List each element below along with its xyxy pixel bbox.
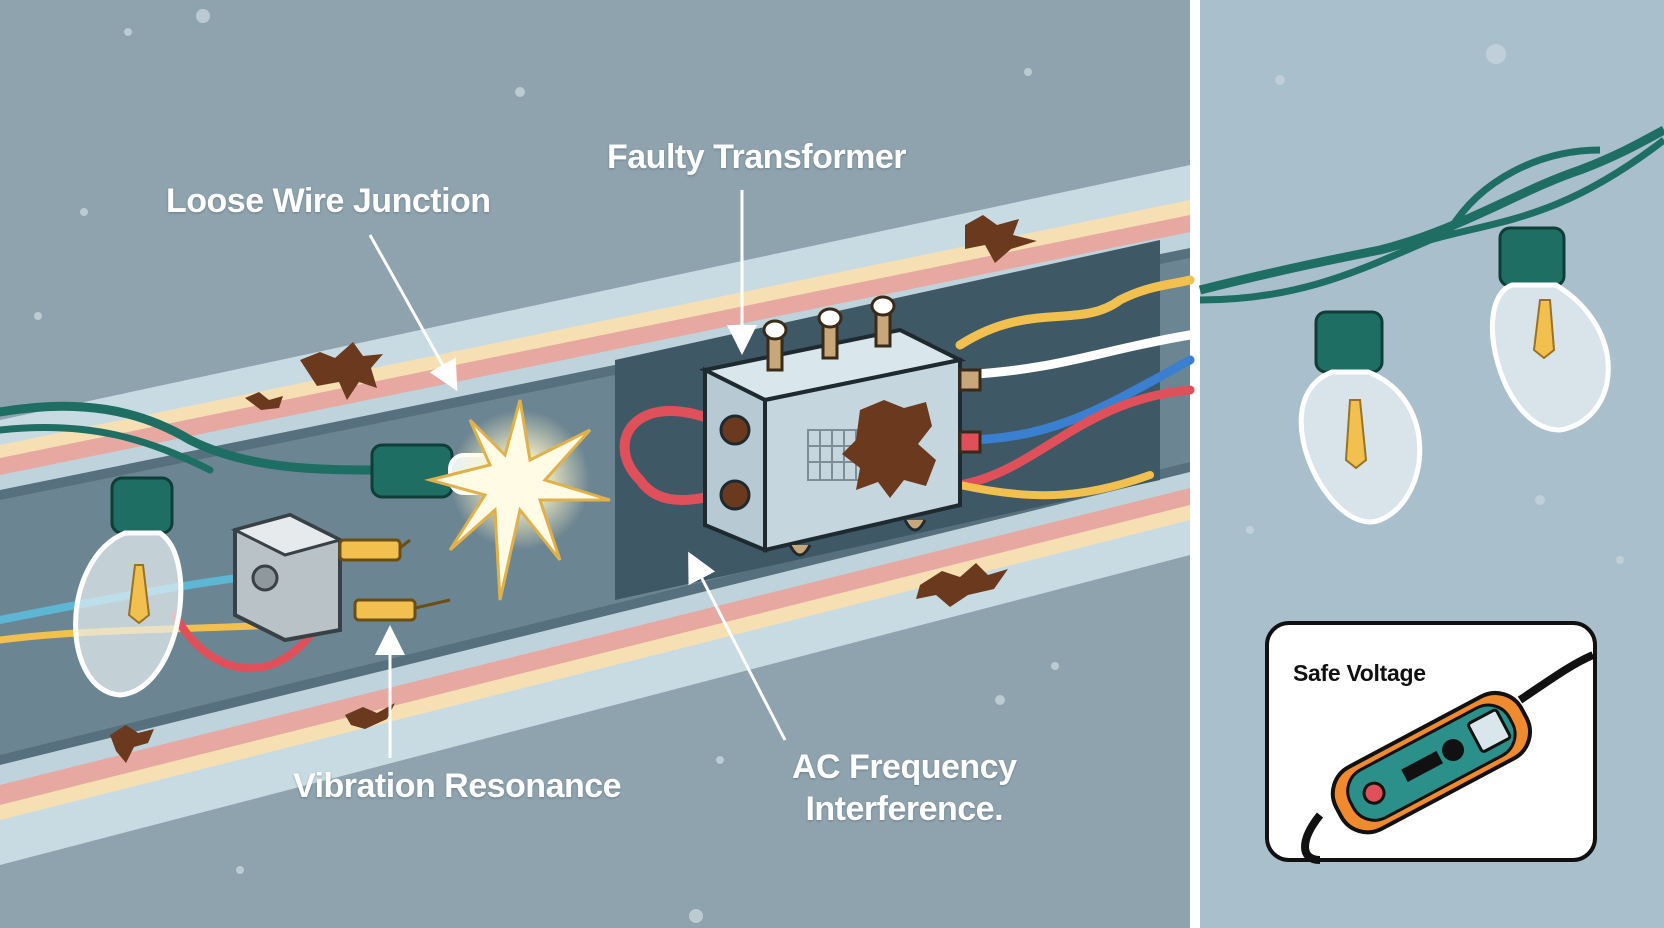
snow-specks <box>34 9 1624 923</box>
panel-divider <box>1190 0 1200 928</box>
blue-wire-right <box>955 355 1195 445</box>
bulb-icon <box>1298 310 1423 525</box>
arrow-icon <box>368 234 458 392</box>
voltage-tester-icon <box>1301 651 1595 864</box>
right-string-lights <box>1198 126 1664 525</box>
spark-icon <box>370 399 611 601</box>
safe-voltage-card <box>1265 621 1597 864</box>
bulb-icon <box>73 476 184 698</box>
red-wire-right <box>955 385 1195 490</box>
ac-frequency-label: AC Frequency Interference. <box>792 746 1017 830</box>
faulty-transformer-label: Faulty Transformer <box>607 138 906 176</box>
callout-arrows <box>368 190 787 758</box>
yellow-wire-lower <box>956 471 1154 500</box>
loose-wire-junction-label: Loose Wire Junction <box>166 182 491 220</box>
junction-box-icon <box>230 512 451 643</box>
red-wire-left <box>171 611 324 673</box>
ac-frequency-label-line2: Interference. <box>805 790 1004 828</box>
rust-patches <box>110 215 1037 763</box>
green-string-wire <box>0 401 385 475</box>
transformer-icon <box>698 295 982 557</box>
red-loop-wire <box>619 406 740 505</box>
wires <box>0 275 1195 673</box>
ac-frequency-label-line1: AC Frequency <box>792 748 1017 786</box>
safe-voltage-label: Safe Voltage <box>1293 660 1426 686</box>
vibration-resonance-label: Vibration Resonance <box>293 767 622 805</box>
yellow-wire-right <box>955 275 1195 350</box>
bulb-icon <box>1489 226 1611 433</box>
white-wire <box>955 330 1195 380</box>
arrow-icon <box>688 551 787 741</box>
